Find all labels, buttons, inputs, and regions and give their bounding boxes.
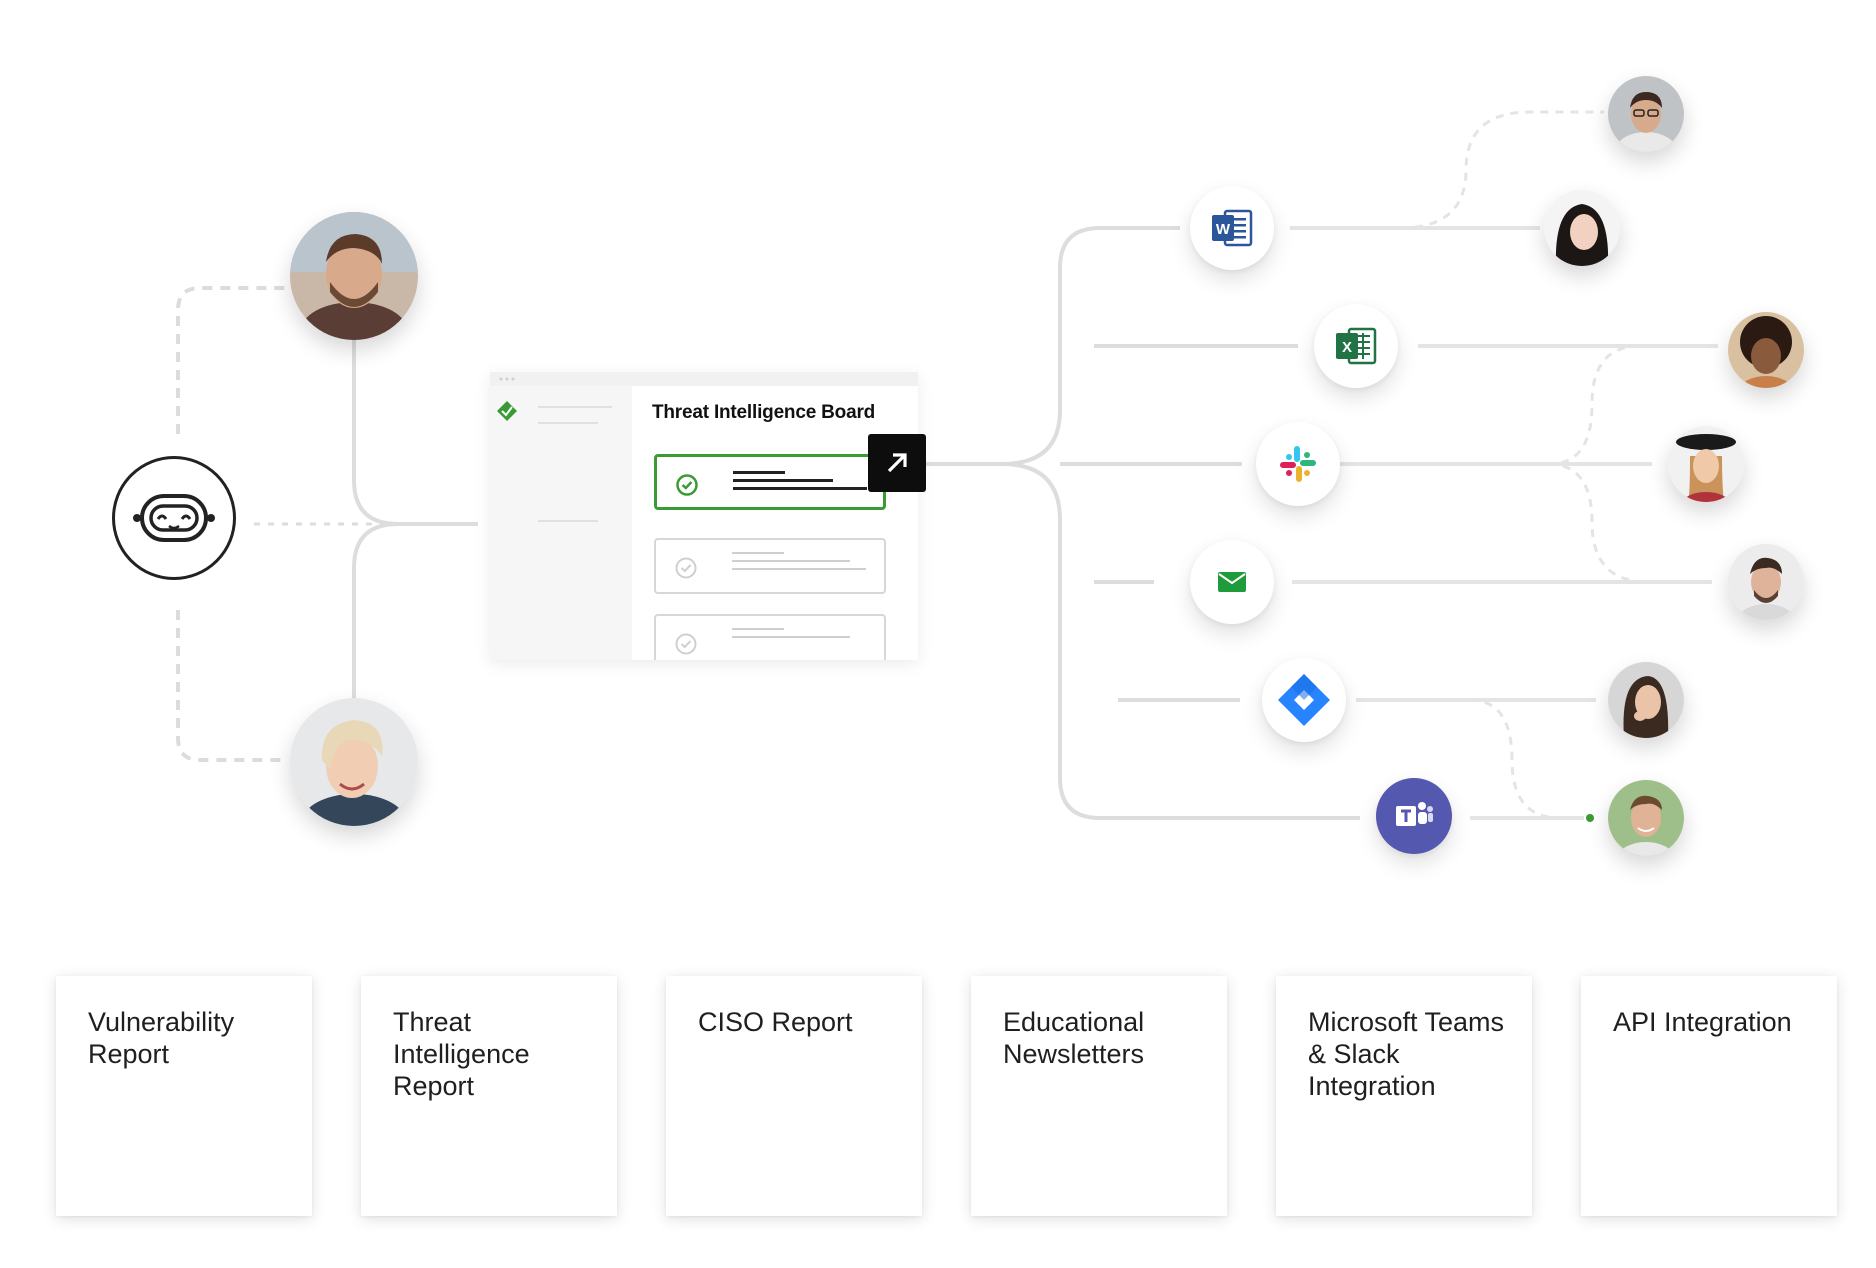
bot-node[interactable] (112, 456, 236, 580)
person-avatar-icon (290, 698, 418, 826)
person-avatar-icon (1728, 544, 1804, 620)
connector-trunk-up (1001, 226, 1180, 466)
email-app-node[interactable] (1190, 540, 1274, 624)
avatar-user-top[interactable] (290, 212, 418, 340)
connector-active-dot (1586, 814, 1594, 822)
slack-icon (1280, 446, 1316, 482)
window-dots-icon (499, 377, 515, 381)
task-line (732, 552, 784, 554)
arrow-up-right-icon (887, 453, 907, 473)
jira-icon (1278, 674, 1330, 726)
card-vulnerability-report[interactable]: Vulnerability Report (56, 976, 312, 1216)
task-line (732, 636, 850, 638)
person-avatar-icon (1608, 780, 1684, 856)
board-titlebar (490, 372, 918, 386)
connector-jira-to-teams-person (1469, 698, 1561, 820)
sidebar-placeholder-line (538, 520, 598, 522)
task-line (732, 568, 866, 570)
connector-trunk-down (1001, 462, 1360, 820)
task-line (732, 628, 784, 630)
board-title: Threat Intelligence Board (652, 402, 876, 423)
person-avatar-icon (1544, 190, 1620, 266)
card-label: Educational Newsletters (1003, 1007, 1145, 1069)
microsoft-teams-icon (1396, 802, 1433, 826)
card-label: CISO Report (698, 1007, 853, 1037)
word-app-node[interactable]: W (1190, 186, 1274, 270)
task-line (733, 487, 867, 490)
avatar-recipient-7[interactable] (1608, 780, 1684, 856)
teams-app-node[interactable] (1376, 778, 1452, 854)
connector-excel-to-slack-person (1549, 344, 1641, 466)
task-line (733, 479, 833, 482)
report-cards-row: Vulnerability Report Threat Intelligence… (56, 976, 1840, 1216)
task-line (732, 560, 850, 562)
jira-app-node[interactable] (1262, 658, 1346, 742)
avatar-recipient-2[interactable] (1544, 190, 1620, 266)
microsoft-word-icon: W (1212, 209, 1253, 247)
task-card[interactable] (654, 538, 886, 594)
avatar-recipient-1[interactable] (1608, 76, 1684, 152)
card-label: Vulnerability Report (88, 1007, 235, 1069)
avatar-recipient-4[interactable] (1668, 426, 1744, 502)
avatar-user-bottom[interactable] (290, 698, 418, 826)
svg-text:X: X (1342, 339, 1352, 356)
check-circle-icon (676, 474, 698, 496)
avatar-recipient-6[interactable] (1608, 662, 1684, 738)
sidebar-placeholder-line (538, 406, 612, 408)
card-ciso-report[interactable]: CISO Report (666, 976, 922, 1216)
task-card[interactable] (654, 614, 886, 660)
open-board-button[interactable] (868, 434, 926, 492)
threat-intelligence-board[interactable]: Threat Intelligence Board (490, 372, 918, 660)
svg-text:W: W (1216, 221, 1231, 238)
email-icon (1218, 572, 1246, 592)
card-label: Microsoft Teams & Slack Integration (1308, 1007, 1505, 1101)
person-avatar-icon (1668, 426, 1744, 502)
check-circle-icon (675, 633, 697, 655)
check-circle-icon (675, 557, 697, 579)
person-avatar-icon (1608, 662, 1684, 738)
excel-app-node[interactable]: X (1314, 304, 1398, 388)
connector-users-merge (352, 340, 478, 700)
person-avatar-icon (1728, 312, 1804, 388)
card-threat-intelligence-report[interactable]: Threat Intelligence Report (361, 976, 617, 1216)
connector-bot-to-user-bottom (176, 610, 286, 762)
connector-bot-to-user-top (176, 286, 286, 434)
task-card-selected[interactable] (654, 454, 886, 510)
card-api-integration[interactable]: API Integration (1581, 976, 1837, 1216)
task-line (733, 471, 785, 474)
card-label: API Integration (1613, 1007, 1792, 1037)
connector-slack-to-email-person (1547, 462, 1712, 584)
avatar-recipient-5[interactable] (1728, 544, 1804, 620)
person-avatar-icon (1608, 76, 1684, 152)
sidebar-placeholder-line (538, 422, 598, 424)
slack-app-node[interactable] (1256, 422, 1340, 506)
microsoft-excel-icon: X (1336, 327, 1377, 365)
board-sidebar (490, 386, 632, 660)
card-educational-newsletters[interactable]: Educational Newsletters (971, 976, 1227, 1216)
person-avatar-icon (290, 212, 418, 340)
card-teams-slack-integration[interactable]: Microsoft Teams & Slack Integration (1276, 976, 1532, 1216)
board-logo-icon (497, 401, 517, 421)
connector-word-to-top-person (1399, 110, 1604, 230)
avatar-recipient-3[interactable] (1728, 312, 1804, 388)
card-label: Threat Intelligence Report (393, 1007, 530, 1101)
robot-icon (133, 494, 215, 542)
